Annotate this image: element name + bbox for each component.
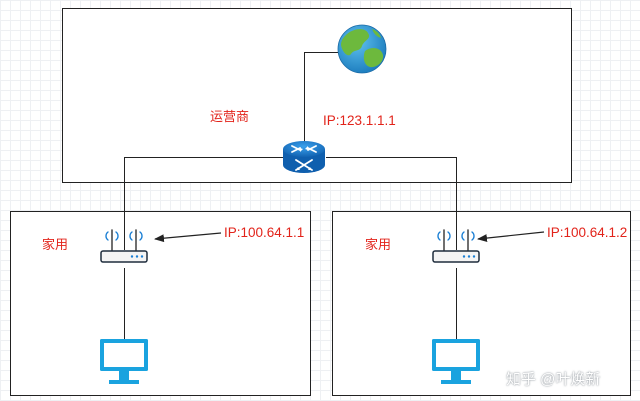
home-label-2: 家用 bbox=[365, 237, 392, 252]
monitor-icon bbox=[432, 339, 480, 384]
link-home2-router bbox=[326, 157, 457, 250]
monitor-icon bbox=[100, 339, 148, 384]
watermark: 知乎 @叶焕新 bbox=[506, 371, 601, 388]
home-box-2 bbox=[332, 211, 631, 396]
ip-arrow-2 bbox=[477, 231, 545, 243]
link-home1-router bbox=[124, 157, 283, 250]
core-router-icon bbox=[283, 141, 325, 173]
isp-ip-label: IP:123.1.1.1 bbox=[323, 113, 396, 128]
isp-label: 运营商 bbox=[210, 109, 250, 124]
home-ip-label-1: IP:100.64.1.1 bbox=[224, 225, 305, 240]
link-router-globe bbox=[304, 52, 340, 143]
home-label-1: 家用 bbox=[42, 237, 69, 252]
ip-arrow-1 bbox=[154, 232, 222, 243]
home-ip-label-2: IP:100.64.1.2 bbox=[547, 225, 628, 240]
wifi-router-icon bbox=[100, 229, 148, 263]
wifi-router-icon bbox=[432, 229, 480, 263]
globe-icon bbox=[337, 24, 387, 74]
